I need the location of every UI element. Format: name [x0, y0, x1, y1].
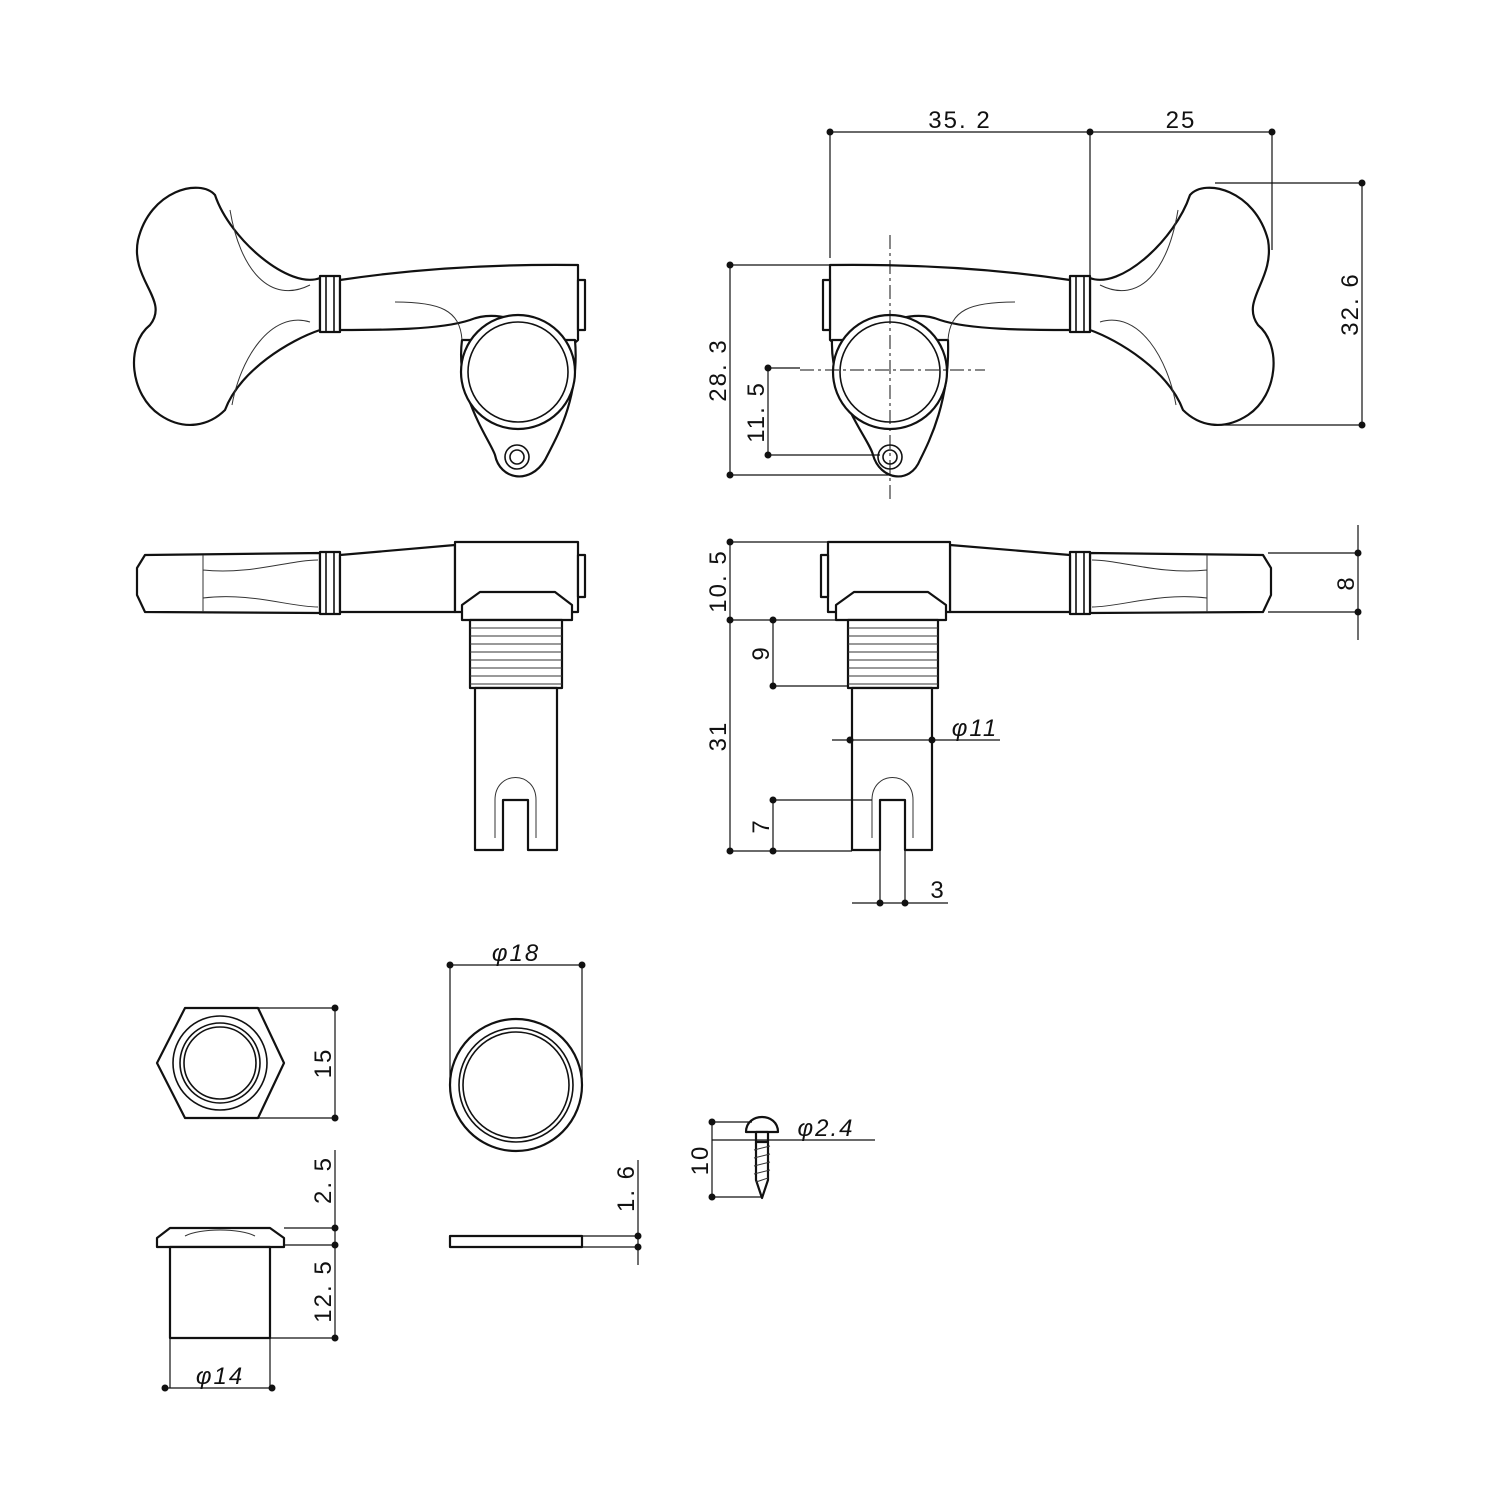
- dim-9: 9: [748, 645, 775, 660]
- tuner-side-view-left: [135, 540, 587, 852]
- dim-8: 8: [1333, 575, 1360, 590]
- dim-28-3: 28. 3: [705, 338, 732, 401]
- dim-15: 15: [310, 1048, 337, 1079]
- dim-2-5: 2. 5: [310, 1156, 337, 1204]
- tuner-side-view-right: [819, 540, 1273, 852]
- dim-32-6: 32. 6: [1337, 272, 1364, 335]
- dim-phi-11: φ11: [952, 715, 999, 742]
- dim-11-5: 11. 5: [743, 381, 770, 443]
- dim-3: 3: [930, 877, 945, 904]
- dim-1-6: 1. 6: [613, 1164, 640, 1212]
- washer: [448, 1017, 584, 1249]
- dimension-lines: [165, 131, 1363, 1389]
- dim-phi-18: φ18: [492, 940, 540, 967]
- dim-7: 7: [748, 818, 775, 833]
- tuner-front-view-left: [132, 186, 587, 478]
- dim-25: 25: [1166, 107, 1197, 134]
- dim-phi-2-4: φ2.4: [797, 1115, 854, 1142]
- screw: [744, 1116, 780, 1200]
- tuner-front-view-right: [800, 186, 1275, 500]
- hex-nut: [155, 1006, 286, 1340]
- dimension-labels: 35. 2 25 32. 6 28. 3 11. 5 10. 5 8 9 31 …: [196, 107, 1364, 1390]
- dim-31: 31: [705, 721, 732, 752]
- dim-phi-14: φ14: [196, 1363, 244, 1390]
- dim-12-5: 12. 5: [310, 1259, 337, 1322]
- dim-35-2: 35. 2: [928, 107, 991, 134]
- dim-10: 10: [687, 1145, 714, 1176]
- dim-10-5: 10. 5: [705, 549, 732, 612]
- dimension-dots: [161, 128, 1366, 1392]
